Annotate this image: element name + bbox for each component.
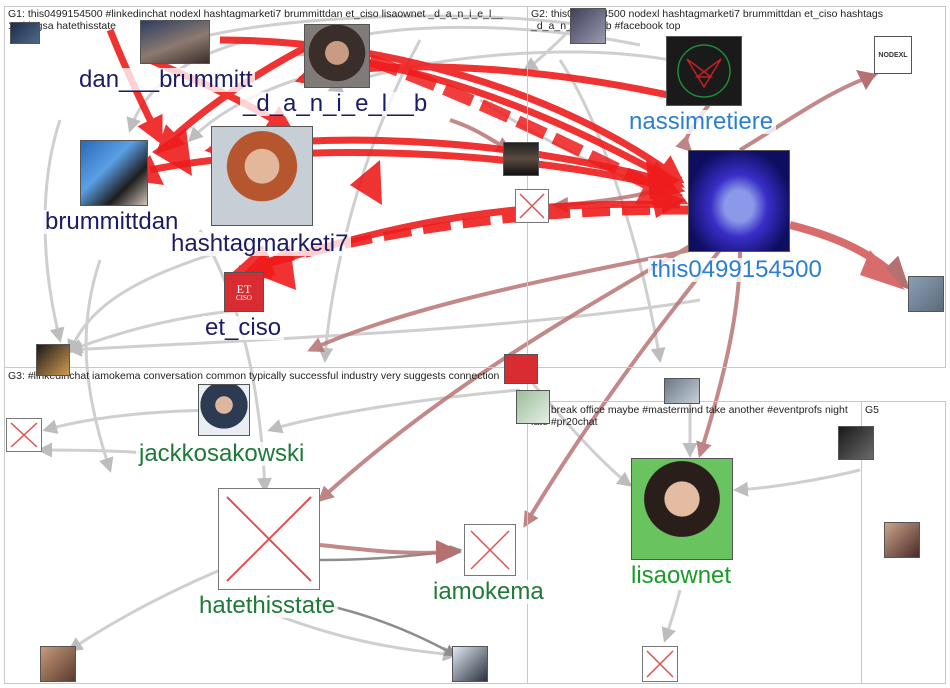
label-iamokema: iamokema bbox=[430, 580, 547, 604]
avatar-g1-dog[interactable] bbox=[36, 344, 70, 376]
avatar-et-red-small[interactable] bbox=[504, 354, 538, 384]
avatar-brummittdan[interactable] bbox=[80, 140, 148, 206]
group-g4-title: G4: break office maybe #mastermind take … bbox=[531, 404, 848, 428]
broken-image-hatethisstate[interactable] bbox=[218, 488, 320, 590]
avatar-hashtagmarketi7[interactable] bbox=[211, 126, 313, 226]
label-this0499154500: this0499154500 bbox=[648, 258, 825, 282]
group-g2-box bbox=[527, 6, 946, 368]
avatar-daniel-b[interactable] bbox=[304, 24, 370, 88]
broken-image-g1-mid[interactable] bbox=[515, 189, 549, 223]
avatar-nassimretiere[interactable] bbox=[666, 36, 742, 106]
arrowhead-lisa bbox=[860, 250, 905, 290]
label-hashtagmarketi7: hashtagmarketi7 bbox=[168, 232, 352, 256]
et-ciso-logo-top: ET bbox=[236, 281, 252, 296]
label-lisaownet: lisaownet bbox=[628, 564, 735, 588]
broken-image-icon bbox=[519, 193, 545, 219]
avatar-jackkosakowski[interactable] bbox=[198, 384, 250, 436]
broken-image-g3-left[interactable] bbox=[6, 418, 42, 452]
broken-image-g4-bottom[interactable] bbox=[642, 646, 678, 682]
broken-image-icon bbox=[646, 650, 674, 678]
avatar-g1-top-left[interactable] bbox=[10, 22, 40, 44]
arrowhead-iamokema bbox=[436, 540, 462, 564]
pentagram-icon bbox=[677, 44, 731, 98]
avatar-dan-brummitt[interactable] bbox=[140, 20, 210, 64]
broken-image-icon bbox=[470, 530, 510, 570]
avatar-g3-bottom-mid[interactable] bbox=[452, 646, 488, 682]
avatar-brandenburg[interactable] bbox=[503, 142, 539, 176]
avatar-g2-top[interactable] bbox=[570, 8, 606, 44]
avatar-g2-right[interactable] bbox=[908, 276, 944, 312]
avatar-this0499154500[interactable] bbox=[688, 150, 790, 252]
avatar-g3-small[interactable] bbox=[516, 390, 550, 424]
group-g1-title: G1: this0499154500 #linkedinchat nodexl … bbox=[8, 8, 503, 32]
avatar-lisaownet[interactable] bbox=[631, 458, 733, 560]
label-jackkosakowski: jackkosakowski bbox=[136, 442, 308, 466]
broken-image-iamokema[interactable] bbox=[464, 524, 516, 576]
group-g3-title: G3: #linkedinchat iamokema conversation … bbox=[8, 370, 500, 382]
label-brummittdan: brummittdan bbox=[42, 210, 182, 234]
nodexl-logo-text: NODEXL bbox=[878, 51, 908, 59]
nodexl-logo[interactable]: NODEXL bbox=[874, 36, 912, 74]
arrowhead-nodexl bbox=[856, 70, 876, 90]
label-dan-brummitt: dan___brummitt bbox=[76, 68, 256, 92]
edge-dashed-top bbox=[367, 54, 689, 206]
broken-image-icon bbox=[10, 422, 38, 448]
label-hatethisstate: hatethisstate bbox=[196, 594, 339, 618]
group-g5-box bbox=[861, 401, 946, 684]
avatar-et-ciso[interactable]: ET CISO bbox=[224, 272, 264, 312]
avatar-g3-bottom-left[interactable] bbox=[40, 646, 76, 682]
group-g5-title: G5 bbox=[865, 404, 880, 416]
avatar-g4-top[interactable] bbox=[664, 378, 700, 404]
label-et-ciso: et_ciso bbox=[202, 316, 285, 340]
label-nassimretiere: nassimretiere bbox=[626, 110, 777, 134]
label-daniel-b: _d_a_n_i_e_l__b bbox=[240, 92, 431, 116]
broken-image-icon bbox=[226, 496, 312, 582]
edge-this-to-lisa bbox=[789, 221, 910, 290]
et-ciso-logo-bottom: CISO bbox=[236, 293, 252, 302]
avatar-g5-bottom[interactable] bbox=[884, 522, 920, 558]
avatar-g5-dartmouth[interactable] bbox=[838, 426, 874, 460]
